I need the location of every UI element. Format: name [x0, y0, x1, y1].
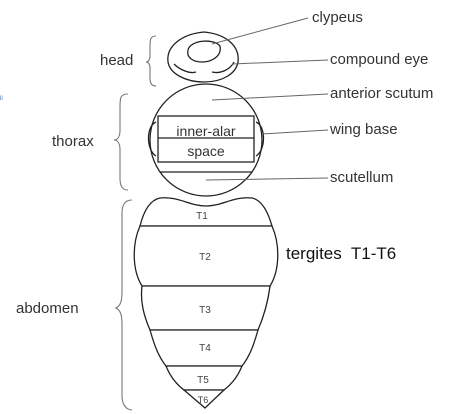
head-label: head — [100, 52, 133, 69]
wing-base-label: wing base — [329, 121, 398, 138]
thorax-label: thorax — [52, 133, 94, 150]
inner-alar-label-line2: space — [187, 143, 225, 159]
clypeus-leader — [212, 18, 308, 44]
segment-label-t6: T6 — [198, 395, 209, 405]
segment-label-t5: T5 — [197, 375, 209, 386]
tergites-label: tergites T1-T6 — [286, 244, 396, 263]
anterior-scutum-label: anterior scutum — [330, 85, 433, 102]
segment-label-t4: T4 — [199, 343, 211, 354]
head-brace — [146, 36, 156, 86]
wing-base-leader — [262, 130, 328, 134]
compound-eye-label: compound eye — [330, 51, 428, 68]
thorax-brace — [114, 94, 128, 190]
abdomen-label: abdomen — [16, 300, 79, 317]
abdomen-brace — [116, 200, 132, 410]
margin-mark: li — [0, 96, 3, 102]
clypeus-label: clypeus — [312, 9, 363, 26]
segment-label-t3: T3 — [199, 305, 211, 316]
scutellum-label: scutellum — [330, 169, 393, 186]
segment-label-t2: T2 — [199, 252, 211, 263]
segment-label-t1: T1 — [196, 211, 208, 222]
inner-alar-label-line1: inner-alar — [176, 123, 235, 139]
compound-eye-leader — [232, 60, 328, 64]
